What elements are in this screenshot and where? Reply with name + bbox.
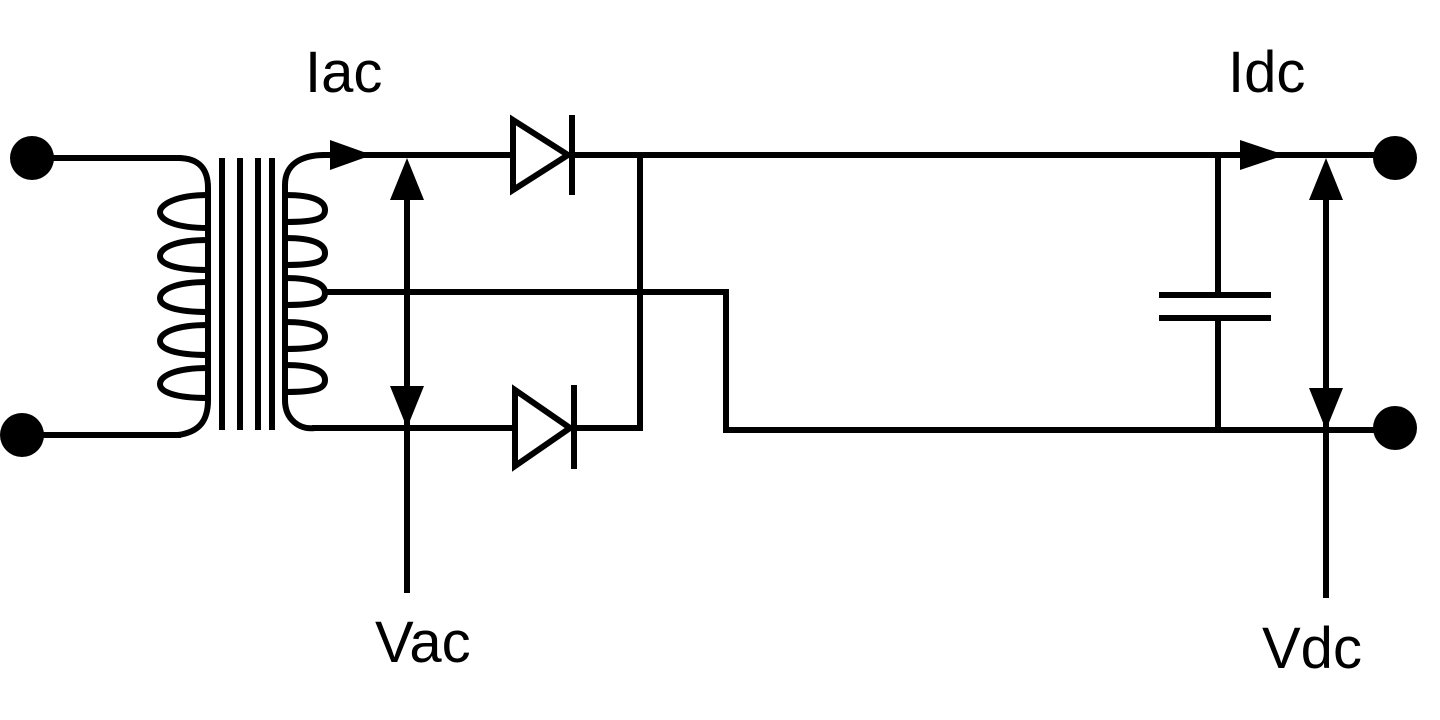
idc-arrow xyxy=(1240,140,1285,170)
idc-label: Idc xyxy=(1228,40,1305,105)
diode-top xyxy=(510,114,575,196)
output-terminal-top xyxy=(1373,136,1417,180)
filter-capacitor xyxy=(1159,152,1271,433)
center-tap-return-wire xyxy=(322,289,1388,433)
secondary-winding xyxy=(282,152,329,432)
primary-winding xyxy=(156,155,211,438)
vdc-label: Vdc xyxy=(1262,616,1362,681)
vdc-arrow xyxy=(1309,158,1343,598)
vac-arrow xyxy=(390,158,424,593)
diode-bottom xyxy=(512,384,577,472)
vac-label: Vac xyxy=(375,610,471,675)
iac-arrow xyxy=(330,140,372,170)
iac-label: Iac xyxy=(305,40,382,105)
output-terminal-bottom xyxy=(1373,406,1417,450)
transformer-core xyxy=(219,158,275,430)
cathode-join-wire xyxy=(571,152,643,431)
